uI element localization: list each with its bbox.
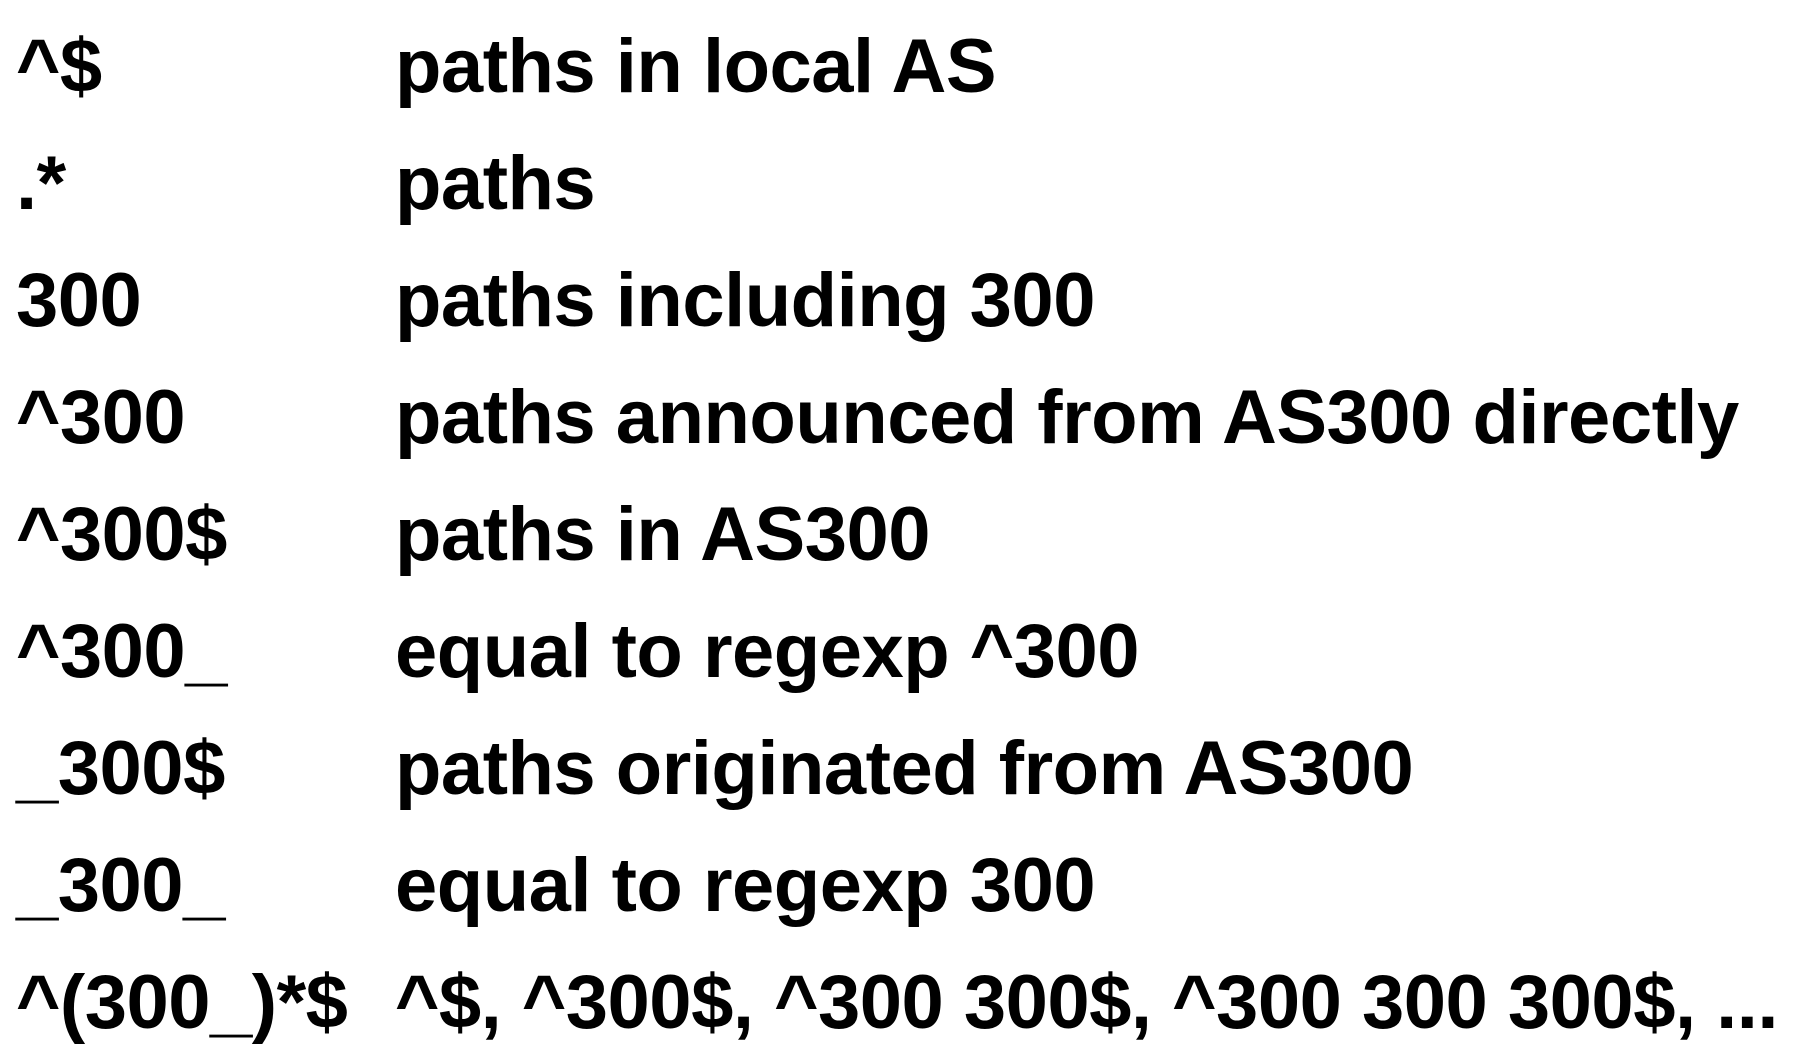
table-row: .* paths (0, 125, 1800, 243)
regex-description: paths including 300 (395, 258, 1095, 343)
regex-expression: ^(300_)*$ (16, 960, 348, 1045)
regex-expression: ^300_ (16, 609, 227, 694)
regex-description: equal to regexp ^300 (395, 609, 1140, 694)
regex-description: paths announced from AS300 directly (395, 375, 1739, 460)
table-row: ^$ paths in local AS (0, 8, 1800, 126)
table-row: ^(300_)*$ ^$, ^300$, ^300 300$, ^300 300… (0, 944, 1800, 1062)
regex-description: paths in AS300 (395, 492, 931, 577)
table-row: ^300_ equal to regexp ^300 (0, 593, 1800, 711)
regex-description: paths originated from AS300 (395, 726, 1414, 811)
regex-expression: ^300 (16, 375, 186, 460)
regex-description: equal to regexp 300 (395, 843, 1096, 928)
regex-expression: ^$ (16, 24, 102, 109)
table-row: 300 paths including 300 (0, 242, 1800, 360)
regex-expression: .* (16, 141, 66, 226)
table-row: _300$ paths originated from AS300 (0, 710, 1800, 828)
table-row: ^300$ paths in AS300 (0, 476, 1800, 594)
regex-expression: ^300$ (16, 492, 227, 577)
regex-description: ^$, ^300$, ^300 300$, ^300 300 300$, ... (395, 960, 1779, 1045)
table-row: _300_ equal to regexp 300 (0, 827, 1800, 945)
regex-description: paths in local AS (395, 24, 997, 109)
regex-expression: _300_ (16, 843, 225, 928)
regex-description: paths (395, 141, 596, 226)
table-row: ^300 paths announced from AS300 directly (0, 359, 1800, 477)
regex-expression: _300$ (16, 726, 225, 811)
regex-expression: 300 (16, 258, 142, 343)
